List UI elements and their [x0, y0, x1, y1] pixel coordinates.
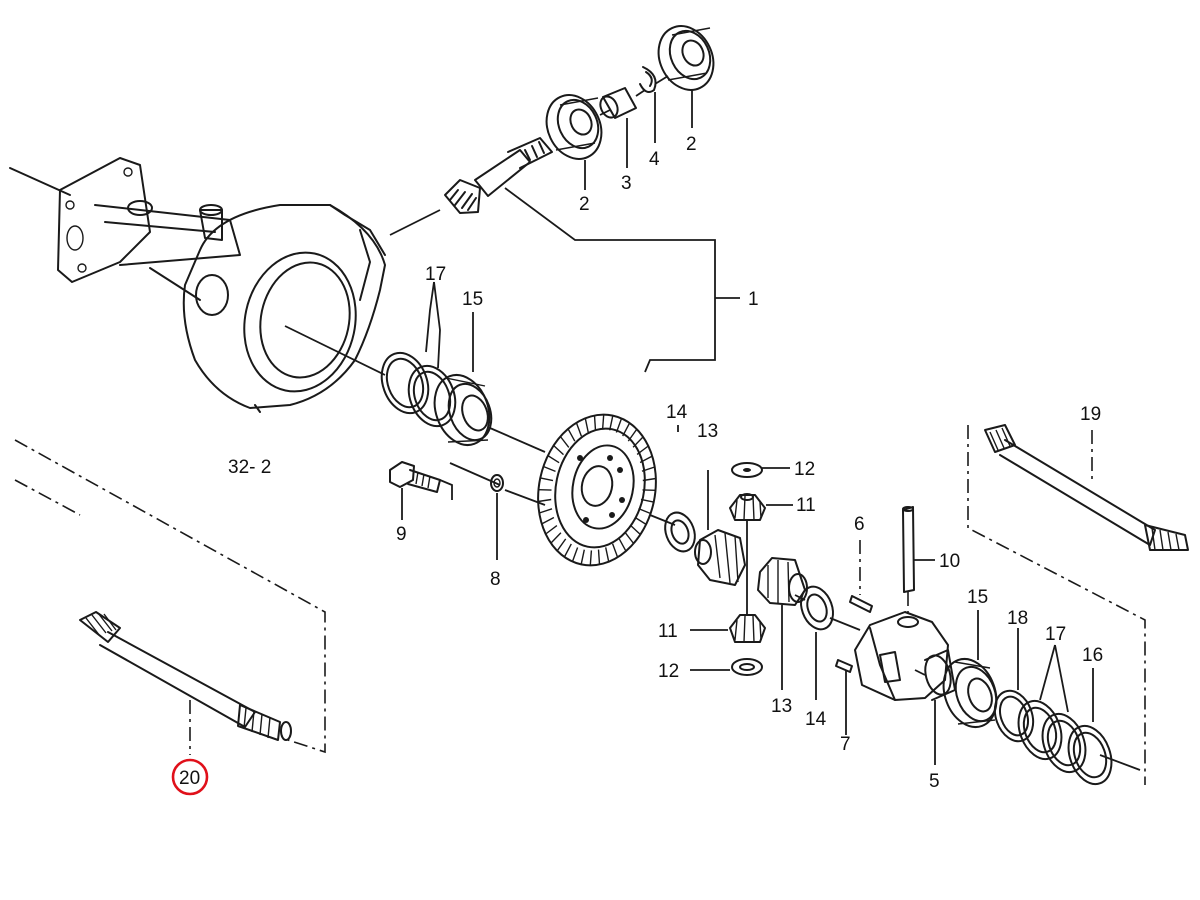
ring-gear-tooth [571, 547, 579, 562]
callout-13-bottom: 13 [771, 696, 792, 717]
ring-gear-tooth [543, 465, 556, 473]
callout-8: 8 [490, 569, 501, 590]
ring-gear-tooth [597, 549, 601, 565]
callout-20: 20 [179, 768, 200, 789]
ring-gear-tooth [553, 444, 564, 456]
bearing-2-inner [545, 94, 603, 160]
pinion-shaft-10 [902, 506, 915, 593]
ring-gear-tooth [615, 418, 623, 433]
thrust-washer-14-left [664, 511, 696, 553]
bearing-2-outer [657, 25, 715, 91]
ring-gear-tooth [634, 516, 647, 525]
shims-17-left [380, 351, 457, 428]
ring-gear-tooth [575, 422, 583, 437]
ring-gear [537, 413, 657, 567]
ring-gear-tooth [642, 477, 656, 482]
pinion-gear-11-top [729, 493, 766, 521]
ring-gear-tooth [547, 455, 560, 464]
ring-gear-tooth [589, 550, 593, 566]
callout-labels: 1 2 2 3 4 5 6 7 8 9 10 11 11 12 12 13 13… [171, 90, 1103, 796]
side-gear-13-left [694, 529, 746, 586]
pinion-washer-12-top [731, 462, 763, 478]
callout-32-2: 32- 2 [228, 457, 271, 478]
ring-gear-tooth [627, 428, 638, 442]
axle-shaft-19 [984, 424, 1189, 551]
callout-2-upper: 2 [686, 134, 697, 155]
callout-3: 3 [621, 173, 632, 194]
callout-7: 7 [840, 734, 851, 755]
ring-gear-tooth [556, 538, 567, 552]
spacer-3 [599, 87, 637, 119]
ring-gear-tooth [641, 466, 655, 472]
ring-gear-tooth [538, 498, 552, 503]
callout-2-lower: 2 [579, 194, 590, 215]
pinion-gear-11-bottom [729, 614, 766, 643]
thrust-washer-14-right [800, 585, 834, 631]
bearing-15-right [942, 658, 998, 728]
callout-11-bottom: 11 [658, 621, 678, 642]
callout-13-top: 13 [697, 421, 718, 442]
callout-11-top: 11 [796, 495, 816, 516]
callout-19: 19 [1080, 404, 1101, 425]
ring-gear-tooth [563, 543, 572, 558]
callout-5: 5 [929, 771, 940, 792]
callout-18: 18 [1007, 608, 1028, 629]
bolt-9 [389, 461, 441, 493]
ring-gear-tooth [559, 436, 570, 448]
ring-gear-tooth [584, 418, 589, 433]
ring-gear-tooth [624, 532, 635, 544]
ring-gear-tooth [545, 525, 558, 535]
axle-shaft-20 [79, 611, 292, 741]
ring-gear-tooth [567, 428, 576, 442]
ring-gear-tooth [639, 455, 653, 464]
ring-gear-tooth [622, 422, 631, 437]
ring-gear-tooth [539, 508, 553, 514]
shim-16 [1067, 724, 1113, 786]
pin-7 [835, 659, 853, 673]
ring-gear-tooth [540, 477, 554, 482]
ring-gear-tooth [550, 532, 562, 544]
ring-gear-tooth [541, 516, 555, 525]
ring-gear-tooth [593, 415, 597, 431]
callout-14-bottom: 14 [805, 709, 827, 730]
ring-gear-tooth [630, 524, 641, 536]
washer-8 [490, 474, 504, 492]
snap-ring-4 [639, 66, 657, 93]
ring-gear-tooth [580, 549, 585, 565]
ring-gear-tooth [601, 414, 605, 430]
callout-14-top: 14 [666, 402, 688, 423]
ring-gear-tooth [609, 415, 614, 431]
callout-17-right: 17 [1045, 624, 1066, 645]
pin-6 [849, 595, 873, 613]
callout-17-left: 17 [425, 264, 446, 285]
callout-10: 10 [939, 551, 960, 572]
ring-gear-tooth [618, 538, 627, 552]
ring-gear-tooth [632, 436, 644, 448]
callout-1: 1 [748, 289, 759, 310]
callout-15-right: 15 [967, 587, 988, 608]
ring-gear-tooth [611, 543, 619, 558]
bearing-15-left [433, 374, 493, 446]
side-gear-13-right [757, 557, 808, 606]
callout-12-bottom: 12 [658, 661, 679, 682]
shims-17-right [1017, 699, 1087, 774]
callout-4: 4 [649, 149, 660, 170]
callout-12-top: 12 [794, 459, 815, 480]
differential-case-5 [854, 611, 956, 701]
callout-9: 9 [396, 524, 407, 545]
ring-gear-tooth [636, 445, 649, 455]
axle-housing [9, 157, 386, 413]
pinion-shaft [444, 137, 553, 214]
ring-gear-tooth [638, 507, 651, 515]
ring-gear-tooth [605, 547, 610, 562]
callout-16: 16 [1082, 645, 1103, 666]
callout-6: 6 [854, 514, 865, 535]
pinion-washer-12-bottom [731, 658, 763, 676]
highlight-circle [171, 758, 209, 796]
callout-15-left: 15 [462, 289, 483, 310]
ring-gear-tooth [640, 498, 654, 503]
